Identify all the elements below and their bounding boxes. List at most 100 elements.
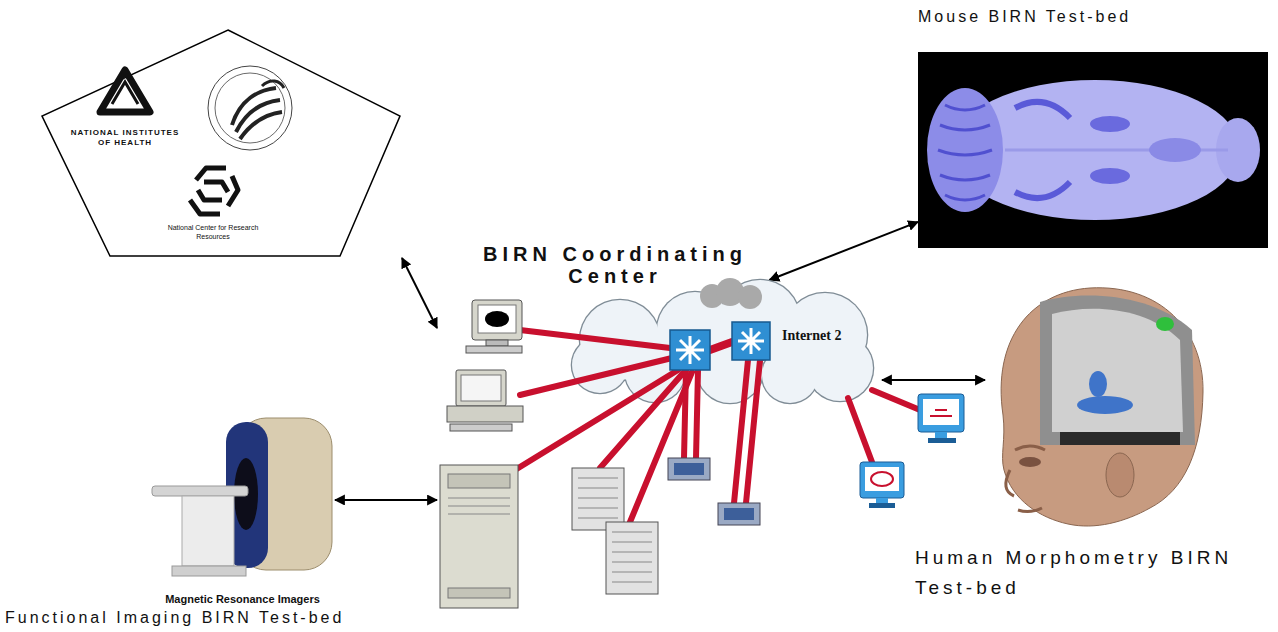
human-head-illustration-part — [1106, 453, 1134, 497]
workstation-icon-part — [486, 340, 508, 346]
mouse-brain-illustration-part — [1090, 168, 1130, 184]
network-switch-part — [738, 328, 764, 354]
ncrr-logo-part — [196, 168, 226, 180]
testbed-title: Human Morphometry BIRN Test-bed — [915, 543, 1270, 603]
human-head-illustration-part — [1001, 288, 1203, 526]
nih-logo-part — [100, 70, 150, 112]
double-arrow-connector — [769, 222, 918, 280]
server-icon-part — [612, 532, 652, 582]
center-title: BIRN Coordinating Center — [450, 243, 780, 287]
server-tower-icon — [440, 465, 518, 608]
mouse-brain-illustration — [927, 80, 1260, 220]
client-monitor-icon-part — [928, 438, 956, 443]
text-slot: Internet 2 — [782, 328, 872, 344]
human-head-illustration-part — [1156, 317, 1174, 331]
client-monitor-icon — [860, 462, 904, 508]
network-wire-part — [710, 342, 732, 350]
human-head-illustration-part — [1018, 508, 1042, 512]
workstation-icon-part — [485, 311, 509, 327]
client-monitor-icon-part — [930, 410, 952, 416]
desktop-computer-icon-part — [450, 424, 512, 431]
server-icon — [606, 522, 658, 594]
server-tower-icon-part — [448, 474, 510, 488]
cloud-shade-part — [738, 285, 762, 309]
nih-logo-part — [112, 82, 138, 104]
client-monitor-icon-part — [871, 472, 893, 486]
text-slot: NATIONAL INSTITUTES OF HEALTH — [68, 128, 182, 148]
testbed-title: Functional Imaging BIRN Test-bed — [5, 608, 405, 628]
mri-scanner-illustration-part — [172, 566, 246, 576]
mouse-brain-illustration-part — [927, 88, 1003, 212]
workstation-icon-part — [466, 346, 522, 353]
text-slot: National Center for Research Resources — [156, 223, 270, 241]
server-icon-part — [578, 478, 618, 518]
mouse-brain-illustration-part — [1015, 102, 1070, 118]
mri-scanner-illustration-part — [182, 496, 234, 566]
nih-pentagon: NATIONAL INSTITUTES OF HEALTH National Ce… — [40, 28, 402, 258]
hhs-logo-part — [262, 81, 284, 88]
double-arrow-connector — [882, 379, 985, 381]
server-tower-icon-part — [448, 498, 510, 499]
network-wire-part — [848, 398, 872, 462]
client-monitor-icon-part — [935, 432, 947, 438]
network-wire-part — [515, 370, 678, 470]
storage-module-icon — [668, 458, 710, 480]
storage-module-icon-part — [718, 503, 760, 525]
hhs-logo-part — [236, 100, 280, 132]
nih-pentagon-outline — [40, 28, 402, 258]
human-head-illustration — [1001, 288, 1203, 526]
network-wire-part — [746, 360, 760, 503]
server-tower-icon-part — [440, 465, 518, 608]
mouse-brain-illustration-part — [1015, 182, 1070, 198]
human-head-illustration-part — [1040, 295, 1195, 445]
nih-logo — [100, 70, 150, 112]
double-arrow-connector — [335, 499, 437, 501]
hhs-logo — [208, 66, 292, 150]
ncrr-logo-part — [204, 182, 228, 192]
text-slot: Mouse BIRN Test-bed — [918, 6, 1268, 28]
text-slot: Human Morphometry BIRN Test-bed — [915, 543, 1270, 603]
ncrr-logo-part — [198, 190, 222, 200]
ncrr-logo — [190, 168, 238, 214]
cloud-shade — [700, 278, 762, 309]
workstation-icon — [466, 300, 522, 353]
network-wire-part — [696, 370, 698, 458]
client-monitor-icon-part — [876, 498, 888, 503]
network-label: Internet 2 — [782, 328, 872, 344]
client-monitor-icon-part — [865, 467, 899, 491]
network-wire-part — [684, 370, 686, 458]
mouse-brain-illustration-part — [938, 105, 992, 200]
workstation-icon-part — [478, 305, 516, 333]
human-head-illustration-part — [1015, 446, 1045, 450]
client-monitor-icon-part — [869, 503, 895, 508]
workstation-icon-part — [472, 300, 522, 340]
server-icon — [572, 468, 624, 530]
client-monitor-icon-part — [923, 399, 959, 425]
text-slot: Functional Imaging BIRN Test-bed — [5, 608, 405, 628]
agency-name: NATIONAL INSTITUTES OF HEALTH — [68, 128, 182, 148]
network-switch-part — [670, 330, 710, 370]
server-icon-part — [572, 468, 624, 530]
server-icon-part — [606, 522, 658, 594]
server-tower-icon-part — [448, 506, 510, 507]
human-head-illustration-part — [1019, 457, 1041, 467]
server-tower-icon-part — [448, 588, 510, 598]
mouse-brain-illustration-part — [1149, 138, 1201, 162]
network-switch — [670, 330, 710, 370]
network-switch — [732, 322, 770, 360]
human-head-illustration-part — [1077, 396, 1133, 414]
hhs-logo-part — [240, 112, 282, 139]
human-head-illustration-part — [1052, 309, 1183, 432]
pentagon-outline — [42, 30, 400, 256]
hhs-logo-part — [215, 73, 285, 143]
network-wire-part — [520, 330, 670, 348]
hhs-logo-part — [208, 66, 292, 150]
storage-module-icon-part — [668, 458, 710, 480]
human-head-illustration-part — [1060, 432, 1180, 445]
network-switch-part — [732, 322, 770, 360]
hhs-logo-part — [232, 88, 276, 125]
agency-name: National Center for Research Resources — [156, 223, 270, 241]
storage-module-icon — [718, 503, 760, 525]
cloud-fill-part — [572, 337, 628, 393]
